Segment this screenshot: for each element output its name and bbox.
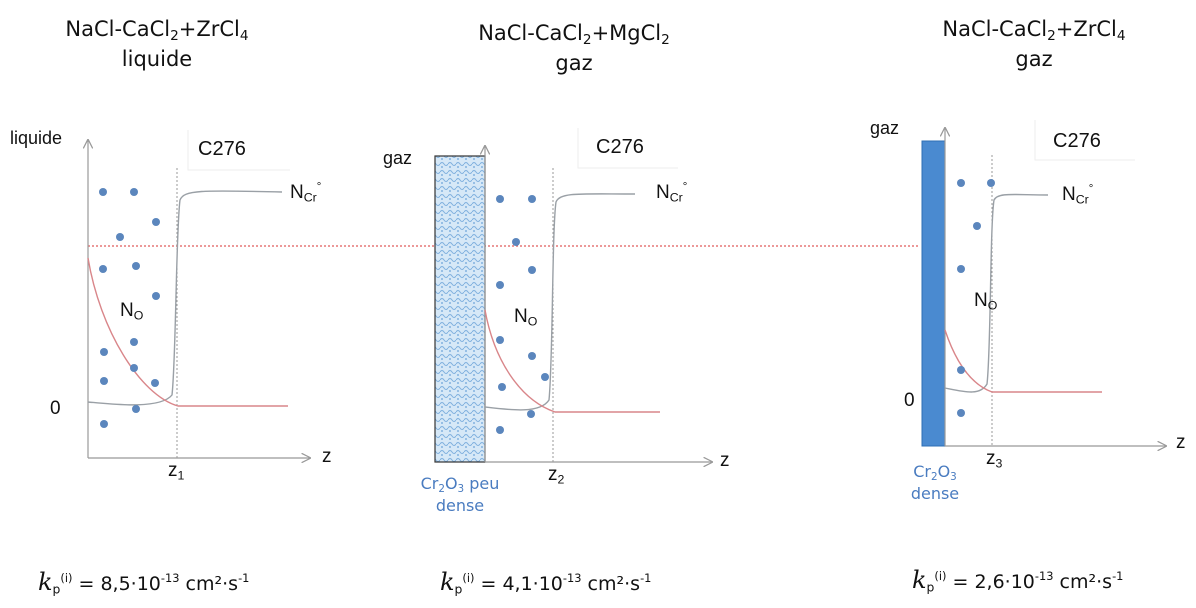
panel-1-kp-formula: kp(i) = 8,5·10-13 cm²·s-1 — [38, 568, 250, 597]
panel-1-dots — [99, 188, 160, 428]
panel-1-diagram — [88, 140, 310, 458]
panel-2-medium-label: gaz — [383, 148, 413, 168]
panel-2-porous-oxide-layer — [434, 155, 486, 463]
panel-3-o-profile-curve — [944, 329, 1102, 393]
panel-3-dots — [957, 179, 995, 417]
panel-3-title: NaCl-CaCl2+ZrCl4 gaz — [942, 17, 1126, 71]
panel-1-o-profile-curve — [87, 257, 288, 407]
panel-1-alloy-label: C276 — [198, 138, 246, 160]
panel-1-zero-label: 0 — [50, 398, 61, 419]
panel-2-ncr-label: NCr° — [656, 181, 688, 205]
panel-3-diagram — [921, 128, 1166, 447]
panel-1-title: NaCl-CaCl2+ZrCl4 liquide — [65, 17, 249, 71]
panel-3-z-marker: z3 — [986, 448, 1003, 471]
panel-1-cr-profile-curve — [87, 190, 283, 406]
panel-3-z-axis-label: z — [1176, 432, 1186, 453]
panel-1-ncr-label: NCr° — [290, 181, 322, 205]
panel-3-alloy-label: C276 — [1053, 130, 1101, 152]
panel-2-title: NaCl-CaCl2+MgCl2 gaz — [478, 21, 670, 75]
panel-3-no-label: NO — [974, 290, 998, 313]
panel-2-kp-formula: kp(i) = 4,1·10-13 cm²·s-1 — [440, 568, 652, 597]
panel-3-ncr-label: NCr° — [1062, 183, 1094, 207]
panel-3-medium-label: gaz — [870, 118, 900, 138]
panel-1-medium-label: liquide — [10, 128, 63, 148]
panel-3-oxide-label: Cr2O3 dense — [910, 462, 960, 503]
panel-3-cr-profile-curve — [944, 193, 1049, 393]
panel-1-z-axis-label: z — [322, 446, 332, 467]
panel-2-diagram — [434, 146, 712, 463]
panel-2-dots — [496, 195, 549, 434]
panel-2-oxide-label: Cr2O3 peu dense — [420, 474, 500, 515]
alloy-box-1 — [187, 130, 290, 171]
panel-2-z-axis-label: z — [720, 450, 730, 471]
panel-3-kp-formula: kp(i) = 2,6·10-13 cm²·s-1 — [912, 566, 1124, 595]
panel-2-no-label: NO — [514, 306, 538, 329]
panel-2-alloy-label: C276 — [596, 136, 644, 158]
panel-3-zero-label: 0 — [904, 390, 915, 411]
panel-1-no-label: NO — [120, 300, 144, 323]
panel-2-o-profile-curve — [484, 309, 660, 413]
panel-2-cr-profile-curve — [484, 193, 636, 411]
panel-3-dense-oxide-layer — [921, 140, 946, 447]
alloy-box-2 — [577, 128, 678, 169]
panel-1-z-marker: z1 — [168, 460, 185, 483]
panel-2-z-marker: z2 — [548, 464, 565, 487]
alloy-box-3 — [1034, 120, 1135, 161]
